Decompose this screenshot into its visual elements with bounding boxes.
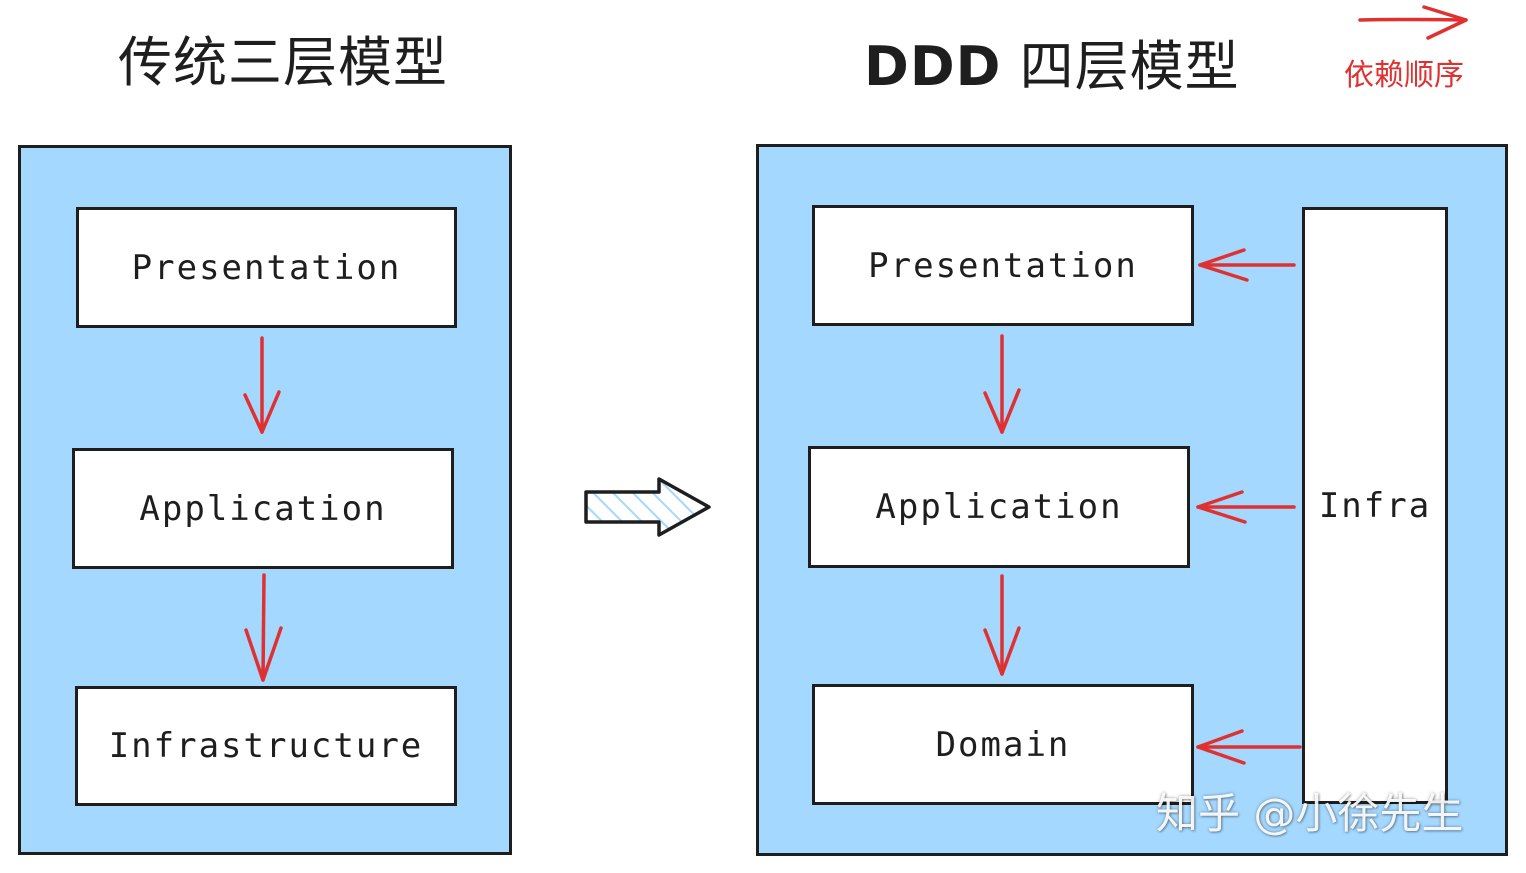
infra-arrow-to-application [1196,490,1296,524]
transform-arrow [584,477,711,537]
right-model-title: DDD 四层模型 [864,22,1240,101]
right-arrow-application-to-domain [983,574,1021,676]
legend-arrow [1358,5,1468,40]
left-infrastructure-layer: Infrastructure [75,686,457,806]
right-model-title-rest: 四层模型 [1001,35,1240,98]
left-model-title: 传统三层模型 [118,31,448,94]
infra-arrow-to-domain [1196,729,1302,765]
watermark: 知乎 @小徐先生 [1156,789,1464,838]
right-arrow-presentation-to-application [983,334,1021,434]
right-application-layer: Application [808,446,1190,568]
left-application-layer: Application [72,448,454,569]
left-arrow-application-to-infrastructure [244,573,283,682]
legend-label: 依赖顺序 [1344,58,1464,93]
left-arrow-presentation-to-application [243,336,281,434]
infra-arrow-to-presentation [1198,248,1296,282]
right-domain-layer: Domain [812,684,1194,805]
right-infra-layer: Infra [1302,207,1448,804]
left-presentation-layer: Presentation [76,207,457,328]
right-presentation-layer: Presentation [812,205,1194,326]
right-model-title-ddd: DDD [864,35,1002,98]
